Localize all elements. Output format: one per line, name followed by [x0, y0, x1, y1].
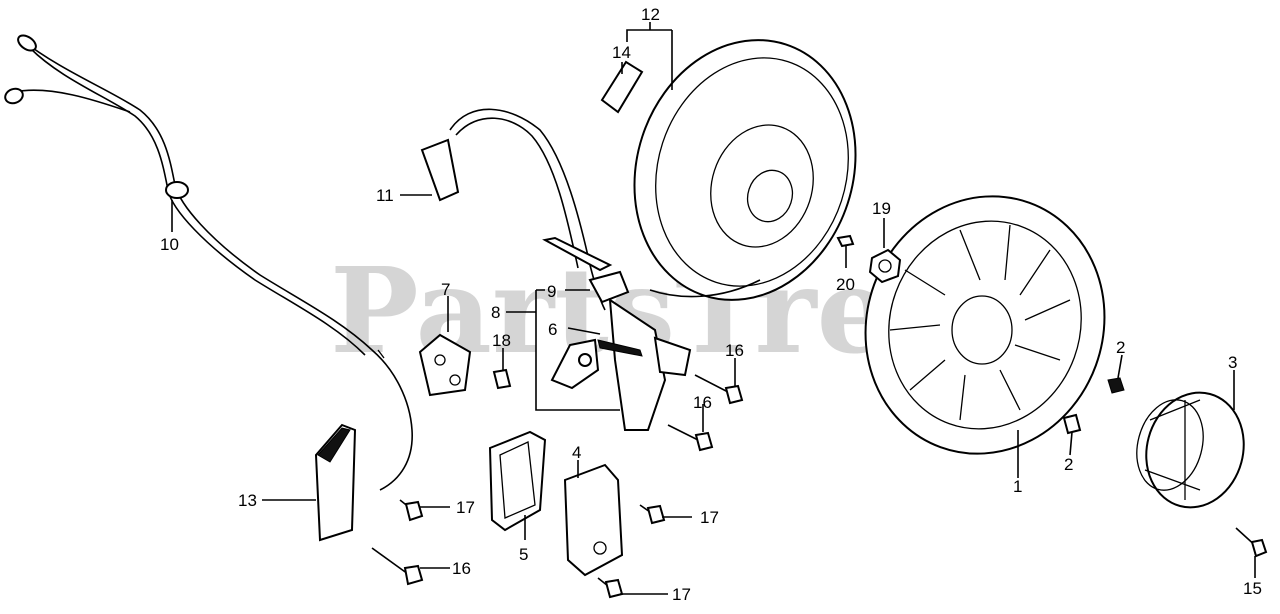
callout-14: 14 — [612, 43, 631, 62]
callout-8: 8 — [491, 303, 500, 322]
part-4-breaker-cover[interactable] — [563, 463, 624, 577]
callout-6: 6 — [548, 320, 557, 339]
part-7-stop-switch[interactable] — [418, 333, 472, 397]
leader-lines — [171, 22, 1256, 595]
part-20-washer[interactable] — [836, 234, 855, 248]
part-2-nut[interactable] — [1062, 377, 1125, 435]
part-14-flywheel-key[interactable] — [600, 60, 644, 114]
callout-16-c: 16 — [452, 559, 471, 578]
callout-5: 5 — [519, 545, 528, 564]
part-17-screw[interactable] — [399, 499, 666, 599]
callout-10: 10 — [160, 235, 179, 254]
part-1-cooling-fan[interactable] — [830, 162, 1141, 487]
callout-12: 12 — [641, 5, 660, 24]
callout-2-a: 2 — [1116, 338, 1125, 357]
part-16-bolt[interactable] — [371, 374, 744, 586]
part-3-starter-pulley[interactable] — [1127, 382, 1256, 519]
callout-16-a: 16 — [725, 341, 744, 360]
callout-9: 9 — [547, 282, 556, 301]
callout-20: 20 — [836, 275, 855, 294]
part-12-flywheel[interactable] — [601, 11, 888, 329]
callout-2-b: 2 — [1064, 455, 1073, 474]
callout-17-c: 17 — [672, 585, 691, 604]
callout-19: 19 — [872, 199, 891, 218]
part-10-wire-harness[interactable] — [3, 32, 413, 491]
callout-3: 3 — [1228, 353, 1237, 372]
callout-7: 7 — [441, 280, 450, 299]
part-8-ignition-coil-assembly[interactable] — [542, 236, 692, 431]
part-15-bolt[interactable] — [1235, 527, 1268, 558]
callout-15: 15 — [1243, 579, 1262, 598]
callout-11: 11 — [376, 186, 394, 205]
callout-18: 18 — [492, 331, 511, 350]
part-13-cover[interactable] — [314, 423, 357, 542]
callout-13: 13 — [238, 491, 257, 510]
part-11-spark-plug-cap[interactable] — [420, 108, 606, 311]
callout-17-b: 17 — [700, 508, 719, 527]
part-18-bolt[interactable] — [492, 368, 512, 390]
callout-17-a: 17 — [456, 498, 475, 517]
part-5-gasket[interactable] — [488, 430, 547, 532]
callout-16-b: 16 — [693, 393, 712, 412]
callout-4: 4 — [572, 443, 581, 462]
part-19-flywheel-nut[interactable] — [868, 248, 902, 284]
callout-1: 1 — [1013, 477, 1022, 496]
callouts: 12 14 11 10 7 9 8 6 18 16 16 13 17 16 5 … — [160, 5, 1262, 604]
